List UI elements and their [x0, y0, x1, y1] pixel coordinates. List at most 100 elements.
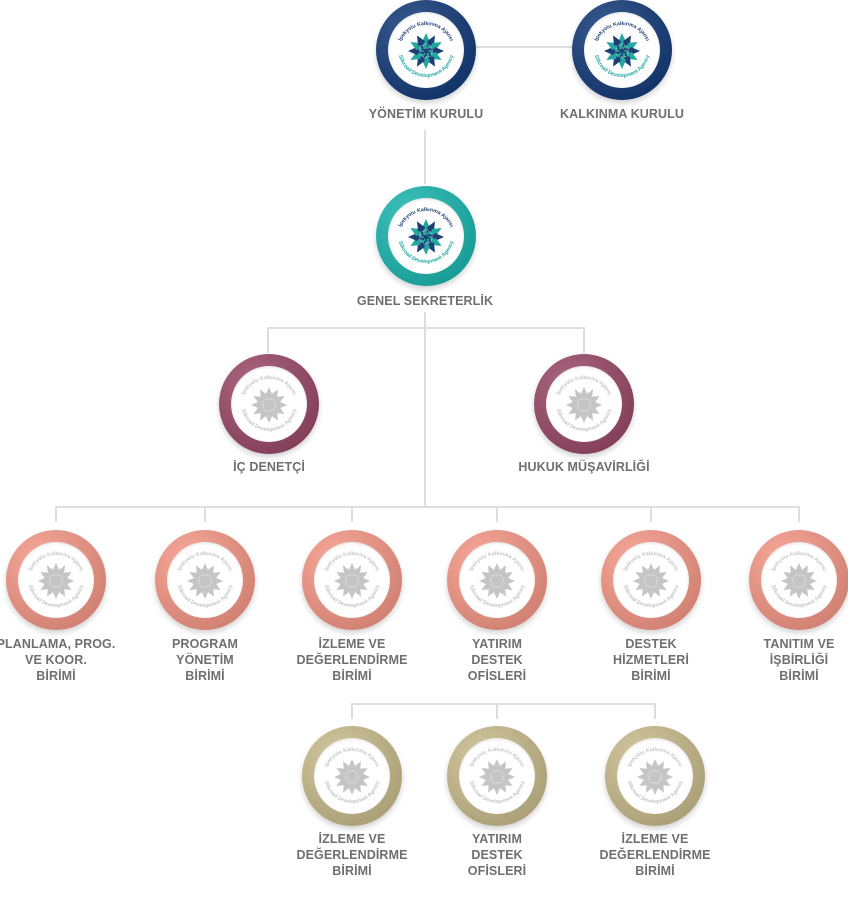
connector-subunit-drop-3	[654, 703, 656, 719]
subunit-1-line-2: DEĞERLENDİRME	[296, 848, 408, 862]
node-label-yonetim-kurulu: YÖNETİM KURULU	[368, 107, 484, 121]
connector-unit-drop-6	[798, 506, 800, 522]
subunit-2-line-2: DESTEK	[471, 848, 523, 862]
connector-subunits-horizontal	[351, 703, 656, 705]
connector-unit-drop-5	[650, 506, 652, 522]
connector-board-to-secretary	[424, 130, 426, 184]
node-label-subunit-1: İZLEME VE DEĞERLENDİRME BİRİMİ	[282, 831, 422, 879]
node-label-unit-6: TANITIM VE İŞBİRLİĞİ BİRİMİ	[729, 636, 848, 684]
subunit-3-line-1: İZLEME VE	[621, 832, 689, 846]
connector-units-horizontal	[55, 506, 800, 508]
subunit-3-line-3: BİRİMİ	[635, 864, 675, 878]
node-label-unit-1: PLANLAMA, PROG. VE KOOR. BİRİMİ	[0, 636, 126, 684]
node-label-unit-2: PROGRAM YÖNETİM BİRİMİ	[135, 636, 275, 684]
node-label-hukuk-musavirligi: HUKUK MÜŞAVİRLİĞİ	[518, 460, 650, 474]
subunit-1-line-1: İZLEME VE	[318, 832, 386, 846]
unit-6-line-2: İŞBİRLİĞİ	[769, 653, 829, 667]
unit-2-line-3: BİRİMİ	[185, 669, 225, 683]
connector-unit-drop-1	[55, 506, 57, 522]
unit-4-line-1: YATIRIM	[471, 637, 522, 651]
connector-secretary-trunk	[424, 312, 426, 508]
node-label-subunit-3: İZLEME VE DEĞERLENDİRME BİRİMİ	[585, 831, 725, 879]
connector-subunit-drop-1	[351, 703, 353, 719]
connector-advisors-horizontal	[267, 327, 585, 329]
unit-3-line-1: İZLEME VE	[318, 637, 386, 651]
unit-2-line-2: YÖNETİM	[176, 653, 234, 667]
unit-2-line-1: PROGRAM	[172, 637, 238, 651]
unit-3-line-2: DEĞERLENDİRME	[296, 653, 408, 667]
unit-3-line-3: BİRİMİ	[332, 669, 372, 683]
unit-1-line-3: BİRİMİ	[36, 669, 76, 683]
node-label-kalkinma-kurulu: KALKINMA KURULU	[560, 107, 684, 121]
node-label-ic-denetci: İÇ DENETÇİ	[233, 460, 305, 474]
subunit-1-line-3: BİRİMİ	[332, 864, 372, 878]
connector-advisor-left-drop	[267, 327, 269, 353]
node-label-subunit-2: YATIRIM DESTEK OFİSLERİ	[427, 831, 567, 879]
unit-1-line-2: VE KOOR.	[25, 653, 87, 667]
connector-unit-drop-3	[351, 506, 353, 522]
connector-advisor-right-drop	[583, 327, 585, 353]
unit-5-line-2: HİZMETLERİ	[613, 653, 689, 667]
node-label-unit-4: YATIRIM DESTEK OFİSLERİ	[427, 636, 567, 684]
node-label-unit-3: İZLEME VE DEĞERLENDİRME BİRİMİ	[282, 636, 422, 684]
unit-6-line-3: BİRİMİ	[779, 669, 819, 683]
unit-5-line-3: BİRİMİ	[631, 669, 671, 683]
connector-unit-drop-2	[204, 506, 206, 522]
connector-unit-drop-4	[496, 506, 498, 522]
unit-6-line-1: TANITIM VE	[763, 637, 835, 651]
subunit-2-line-3: OFİSLERİ	[467, 864, 527, 878]
unit-4-line-2: DESTEK	[471, 653, 523, 667]
node-label-genel-sekreterlik: GENEL SEKRETERLİK	[356, 294, 494, 308]
connector-subunit-drop-2	[496, 703, 498, 719]
unit-1-line-1: PLANLAMA, PROG.	[0, 637, 116, 651]
unit-4-line-3: OFİSLERİ	[467, 669, 527, 683]
subunit-3-line-2: DEĞERLENDİRME	[599, 848, 711, 862]
node-label-unit-5: DESTEK HİZMETLERİ BİRİMİ	[581, 636, 721, 684]
unit-5-line-1: DESTEK	[625, 637, 677, 651]
subunit-2-line-1: YATIRIM	[471, 832, 522, 846]
connector-board-horizontal	[472, 46, 576, 48]
